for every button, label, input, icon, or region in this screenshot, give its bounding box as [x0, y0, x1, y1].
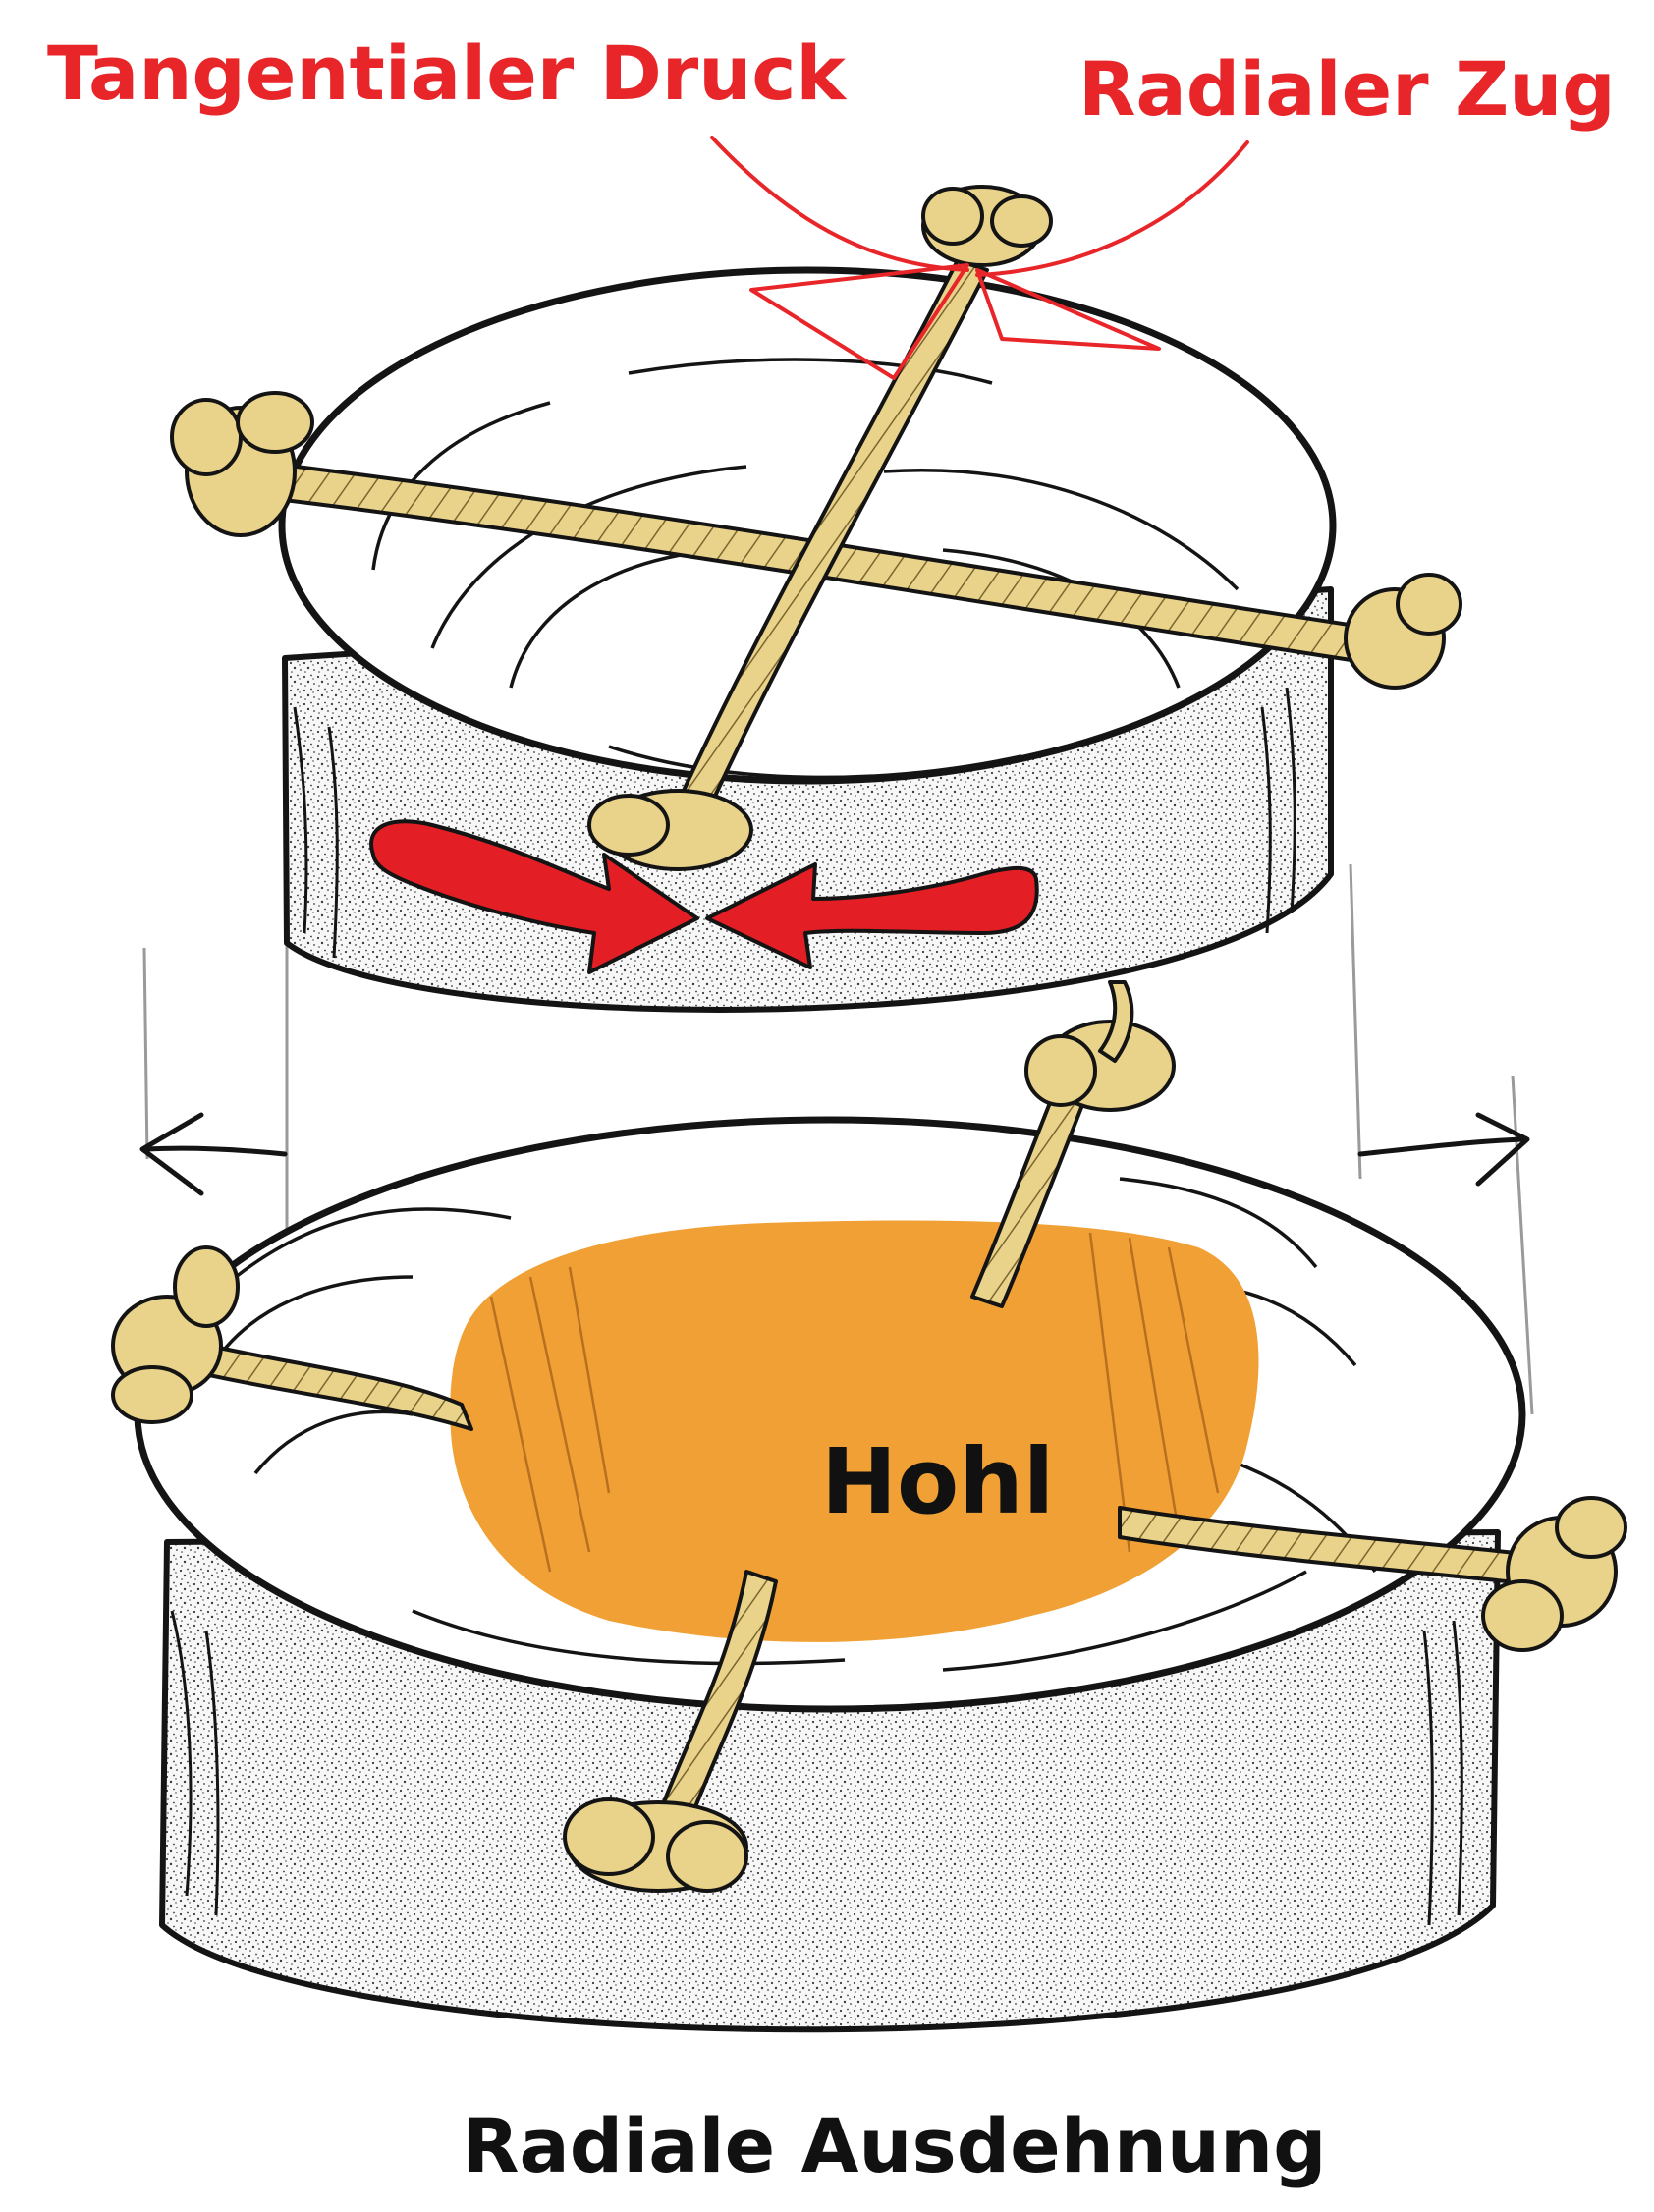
rope-knot-top-back [923, 187, 1051, 265]
arrow-left-icon [142, 1115, 285, 1193]
rope-knot-front [565, 1799, 746, 1891]
arrow-right-icon [1360, 1115, 1527, 1184]
guide-line-right-inner [1351, 864, 1360, 1179]
rope-knot-back [1026, 1022, 1174, 1110]
label-tangential-pressure: Tangentialer Druck [47, 29, 846, 117]
guide-line-left-outer [144, 948, 147, 1159]
top-disc-top-face [282, 270, 1333, 781]
label-hollow: Hohl [821, 1429, 1054, 1534]
rope-knot-top-right [1346, 575, 1461, 688]
bottom-disc [138, 1120, 1522, 2029]
label-radial-expansion: Radiale Ausdehnung [462, 2102, 1327, 2189]
label-radial-tension: Radialer Zug [1078, 45, 1616, 133]
